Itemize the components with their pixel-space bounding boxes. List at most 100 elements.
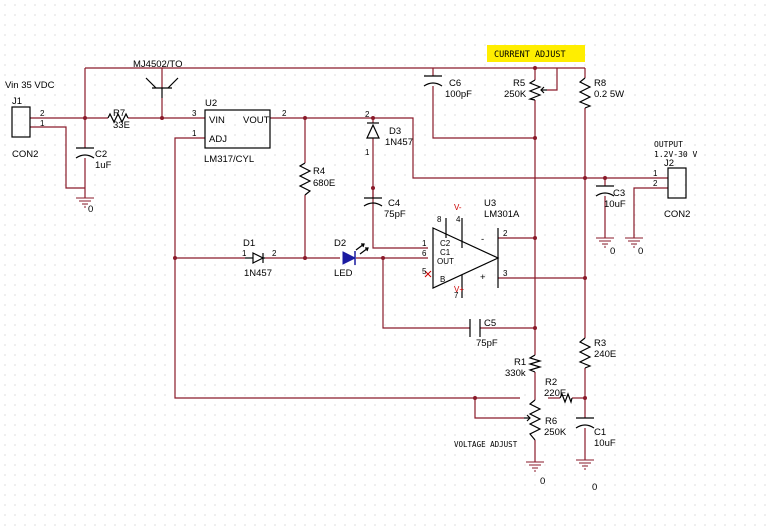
output-label: OUTPUT (654, 140, 683, 149)
u3-vneg: V- (454, 203, 462, 212)
junction (533, 66, 537, 70)
junction (303, 116, 307, 120)
voltage-adjust-label: VOLTAGE ADJUST (454, 440, 518, 449)
r2-val: 220E (544, 388, 566, 399)
r6-val: 250K (544, 427, 567, 438)
pin-number: 2 (40, 109, 45, 118)
u2-vin: VIN (209, 115, 225, 126)
capacitor-c2 (75, 147, 95, 159)
d3-ref: D3 (389, 126, 401, 137)
ground-symbols (76, 197, 643, 472)
u3-plus: + (480, 272, 486, 283)
junction (160, 116, 164, 120)
vin-label: Vin 35 VDC (5, 80, 55, 91)
resistor-r3 (578, 337, 592, 369)
pin-number: 2 (503, 229, 508, 238)
r8-ref: R8 (594, 78, 606, 89)
connector-j1 (11, 106, 31, 138)
c4-ref: C4 (388, 198, 400, 209)
c4-val: 75pF (384, 209, 406, 220)
u3-type: LM301A (484, 209, 520, 220)
d1-val: 1N457 (244, 268, 272, 279)
pin-number: 3 (503, 269, 508, 278)
pin-number: 1 (242, 249, 247, 258)
wire (372, 138, 428, 249)
junction (83, 116, 87, 120)
opamp-u3 (432, 218, 500, 298)
ground-label: 0 (540, 476, 545, 487)
wire (30, 126, 85, 189)
diode-d3 (366, 122, 380, 139)
wire (382, 258, 470, 329)
r4-ref: R4 (313, 166, 325, 177)
d2-val: LED (334, 268, 353, 279)
capacitor-c5 (469, 319, 481, 337)
junction (473, 396, 477, 400)
capacitor-c4 (363, 197, 383, 207)
pin-number: 1 (422, 239, 427, 248)
junction (371, 116, 375, 120)
junction (583, 276, 587, 280)
wires (30, 67, 668, 462)
u2-ref: U2 (205, 98, 217, 109)
r8-val: 0.2 5W (594, 89, 624, 100)
current-adjust-highlight (487, 45, 585, 62)
junction (533, 136, 537, 140)
wire-vout (270, 117, 668, 179)
r3-ref: R3 (594, 338, 606, 349)
c3-ref: C3 (613, 188, 625, 199)
u2-vout: VOUT (243, 115, 270, 126)
c2-ref: C2 (95, 149, 107, 160)
j2-ref: J2 (664, 158, 674, 169)
r1-val: 330k (505, 368, 526, 379)
u3-vpos: V+ (454, 285, 464, 294)
ground-label: 0 (592, 482, 597, 493)
transistor-q (145, 77, 179, 98)
pin-number: 3 (192, 109, 197, 118)
r7-ref: R7 (113, 108, 125, 119)
r6-ref: R6 (545, 416, 557, 427)
u3-b: B (440, 275, 445, 284)
c3-val: 10uF (604, 199, 626, 210)
junction (533, 326, 537, 330)
resistor-r7 (107, 112, 129, 124)
pin-number: 2 (282, 109, 287, 118)
diode-d1 (245, 252, 265, 264)
c6-ref: C6 (449, 78, 461, 89)
current-adjust-label: CURRENT ADJUST (494, 50, 566, 60)
r3-val: 240E (594, 349, 616, 360)
junction (173, 256, 177, 260)
output-range: 1.2V-30 V (654, 150, 698, 159)
c2-val: 1uF (95, 160, 112, 171)
d3-val: 1N457 (385, 137, 413, 148)
pin-number: 2 (272, 249, 277, 258)
labels: Vin 35 VDC J1 CON2 2 1 MJ4502/TO R7 33E … (5, 50, 698, 493)
junction (583, 176, 587, 180)
junction (303, 256, 307, 260)
pin-number: 5 (422, 267, 427, 276)
junction (533, 236, 537, 240)
d2-ref: D2 (334, 238, 346, 249)
r7-val: 33E (113, 120, 130, 131)
u3-c1: C1 (440, 248, 451, 257)
r2-ref: R2 (545, 377, 557, 388)
capacitor-c1 (575, 417, 595, 429)
connector-j2 (667, 167, 687, 199)
j1-type: CON2 (12, 149, 38, 160)
junction (381, 256, 385, 260)
ground-label: 0 (638, 246, 643, 257)
pin-number: 6 (422, 249, 427, 258)
pin-number: 1 (653, 169, 658, 178)
pin-number: 1 (365, 148, 370, 157)
ground-label: 0 (610, 246, 615, 257)
c5-val: 75pF (476, 338, 498, 349)
u2-adj: ADJ (209, 134, 227, 145)
wire (474, 398, 524, 419)
junction (371, 186, 375, 190)
u3-c2: C2 (440, 239, 451, 248)
capacitor-c6 (423, 75, 443, 87)
c6-val: 100pF (445, 89, 472, 100)
u2-type: LM317/CYL (204, 154, 254, 165)
wire (633, 187, 668, 238)
